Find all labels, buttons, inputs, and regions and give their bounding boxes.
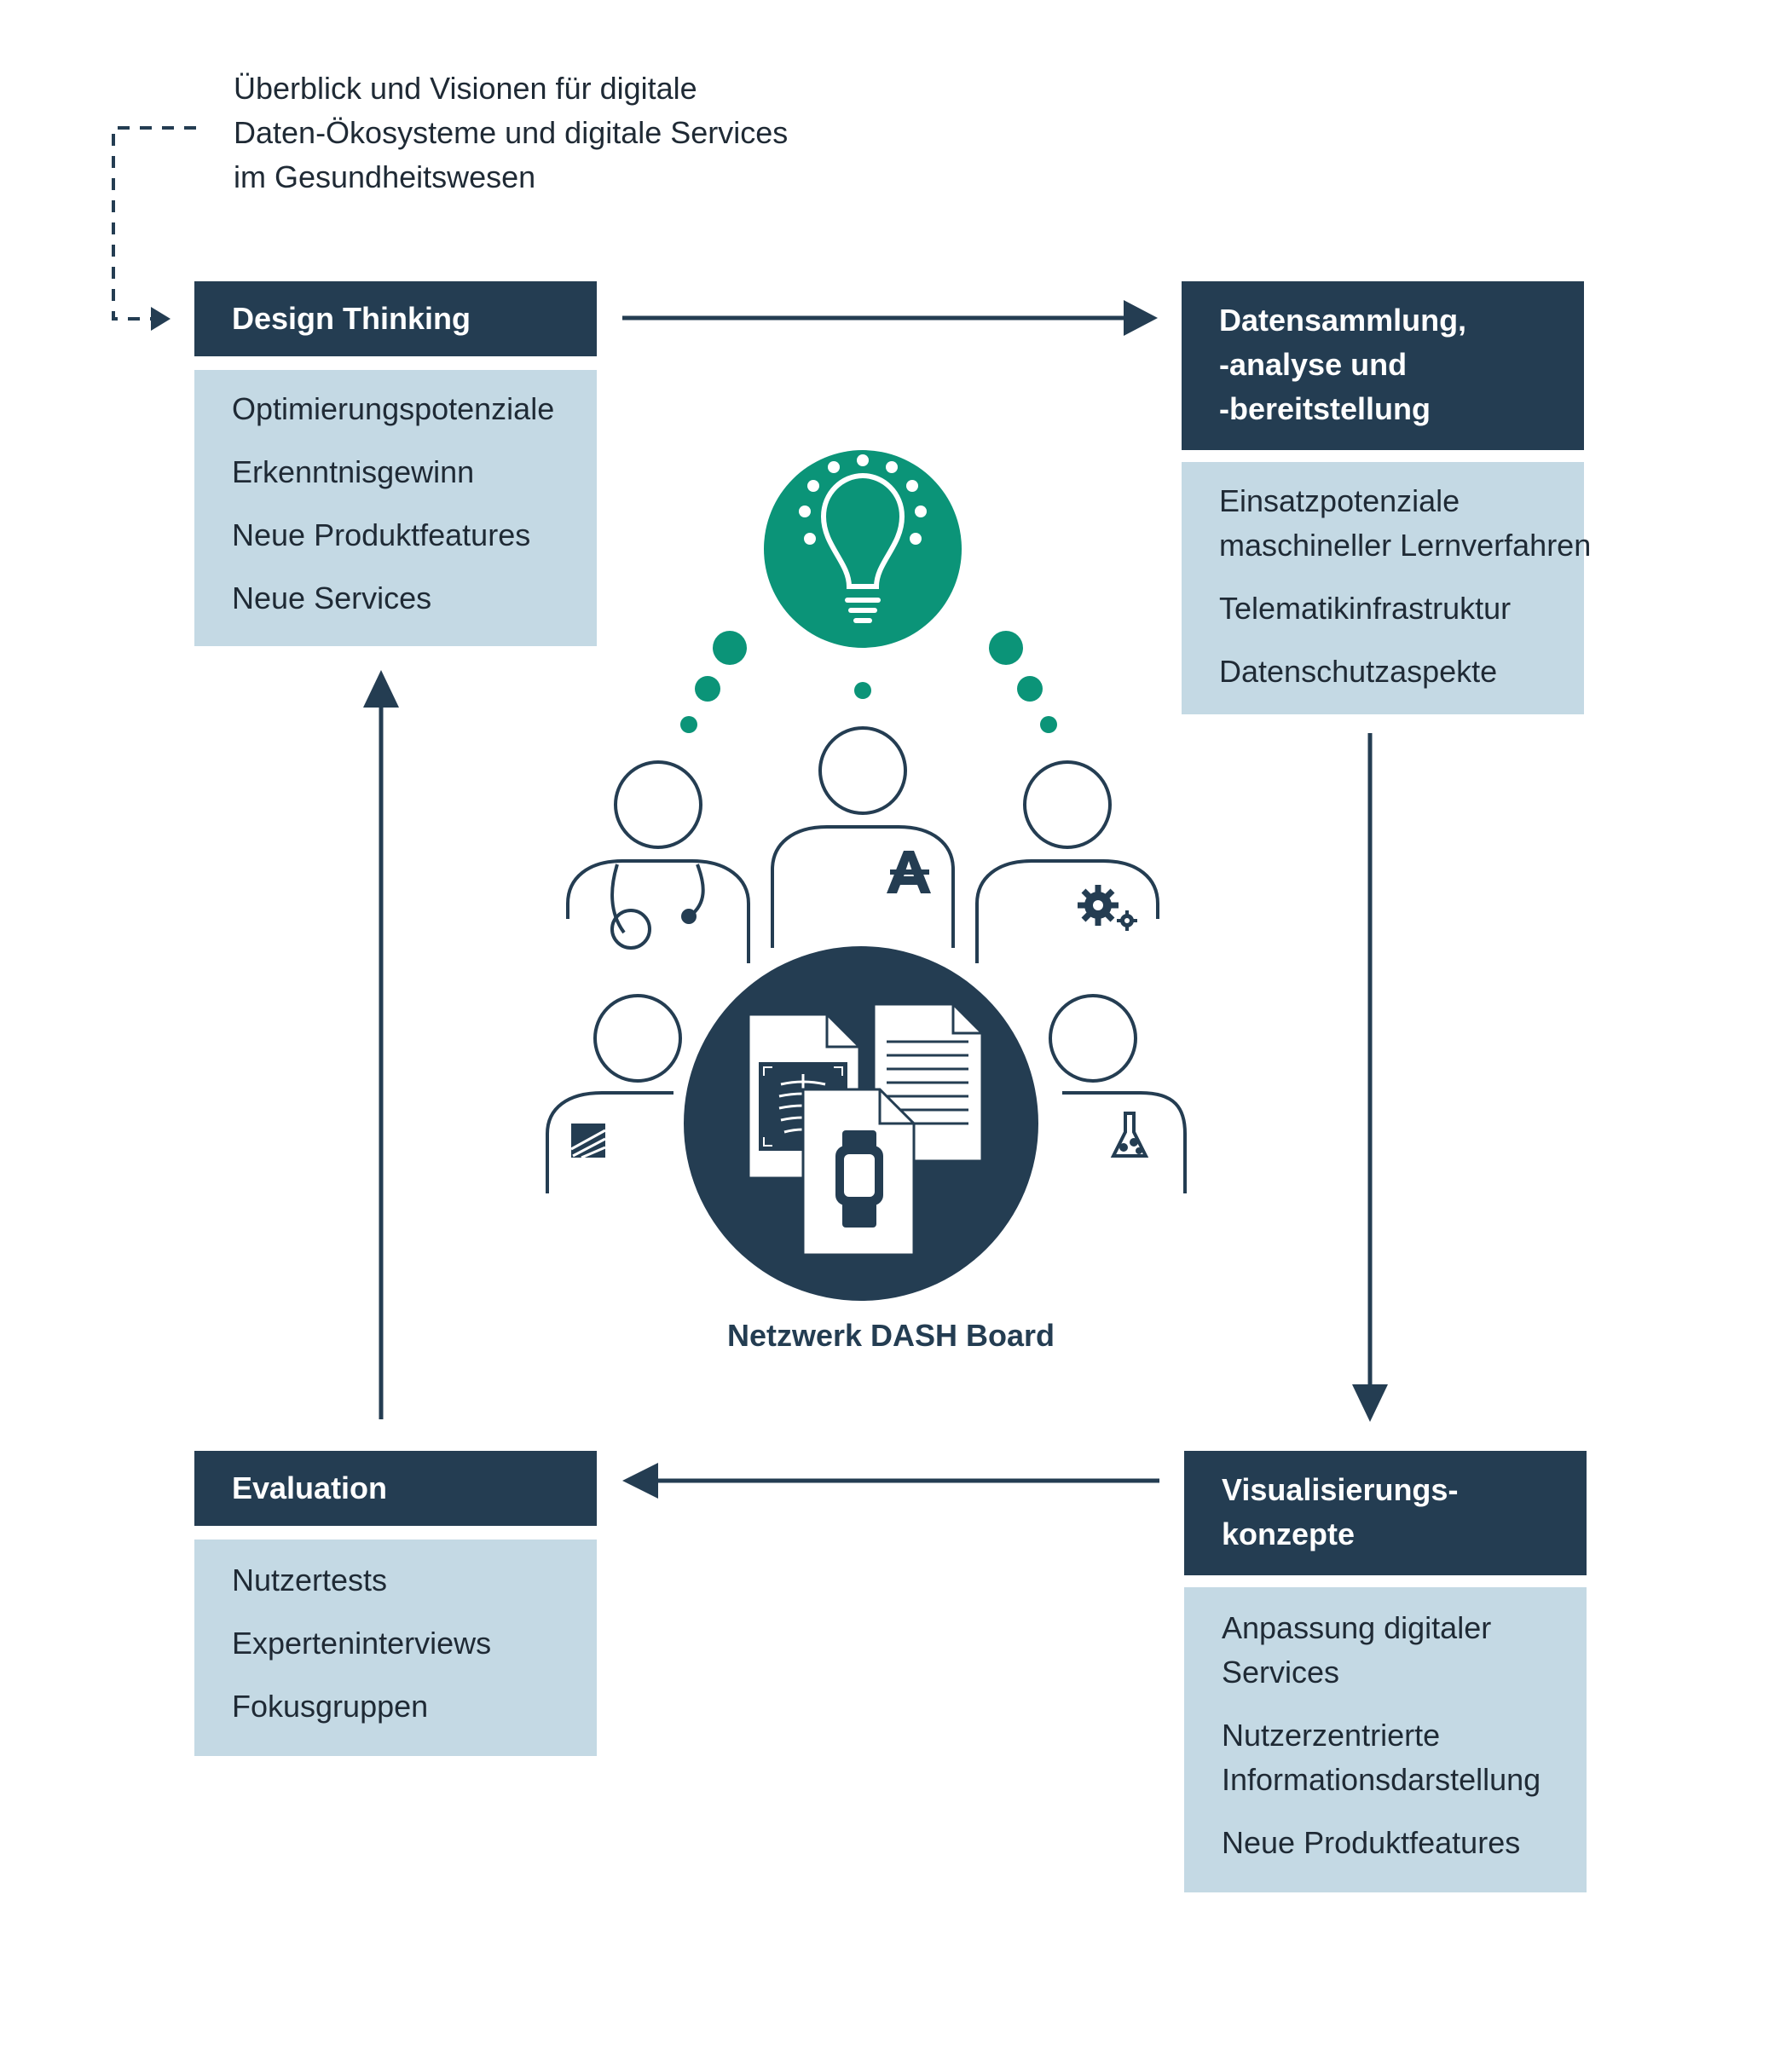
evaluation-body: Nutzertests Experteninterviews Fokusgrup…	[194, 1540, 597, 1756]
box-title: -bereitstellung	[1219, 391, 1431, 426]
dashboard-label: Netzwerk DASH Board	[726, 1318, 1055, 1353]
intro-line: im Gesundheitswesen	[234, 159, 536, 194]
daten-header: Datensammlung, -analyse und -bereitstell…	[1182, 281, 1584, 450]
smartwatch-document-icon	[801, 1088, 916, 1256]
intro-line: Daten-Ökosysteme und digitale Services	[234, 115, 789, 150]
item-text: Telematikinfrastruktur	[1219, 591, 1512, 626]
item-text: Erkenntnisgewinn	[232, 454, 475, 489]
list-item: Neue Services	[232, 576, 559, 621]
item-text: Nutzerzentrierte	[1222, 1718, 1441, 1753]
gear-icon	[1078, 885, 1137, 931]
lightbulb-icon	[764, 450, 962, 648]
item-text: Fokusgruppen	[232, 1689, 429, 1724]
list-item: Optimierungspotenziale	[232, 387, 559, 431]
arrowhead-down	[1352, 1384, 1388, 1422]
dashed-connector	[112, 126, 196, 321]
daten-body: Einsatzpotenziale maschineller Lernverfa…	[1182, 462, 1592, 714]
item-text: Experteninterviews	[232, 1626, 492, 1661]
lab-person-icon	[1049, 994, 1187, 1193]
list-item: Telematikinfrastruktur	[1219, 586, 1546, 631]
list-item: Erkenntnisgewinn	[232, 450, 559, 494]
list-item: Einsatzpotenziale maschineller Lernverfa…	[1219, 479, 1592, 568]
item-text: Einsatzpotenziale	[1219, 483, 1460, 518]
box-title: Design Thinking	[232, 301, 471, 336]
evaluation-header: Evaluation	[194, 1451, 597, 1526]
item-text: Neue Produktfeatures	[232, 517, 531, 552]
list-item: Nutzerzentrierte Informationsdarstellung	[1222, 1713, 1549, 1802]
box-title: Evaluation	[232, 1470, 388, 1505]
item-text: Neue Services	[232, 581, 432, 615]
box-title: Visualisierungs-	[1222, 1472, 1459, 1507]
visualisierung-header: Visualisierungs- konzepte	[1184, 1451, 1587, 1575]
item-text: Neue Produktfeatures	[1222, 1825, 1521, 1860]
arrowhead-up	[363, 670, 399, 708]
box-title: -analyse und	[1219, 347, 1408, 382]
intro-text: Überblick und Visionen für digitale Date…	[234, 66, 830, 199]
cycle-arrows	[363, 300, 1388, 1499]
list-item: Neue Produktfeatures	[232, 513, 559, 557]
list-item: Anpassung digitaler Services	[1222, 1606, 1549, 1695]
design-thinking-body: Optimierungspotenziale Erkenntnisgewinn …	[194, 370, 597, 646]
box-title: konzepte	[1222, 1516, 1356, 1551]
pharmacy-person-icon	[771, 726, 955, 948]
arrowhead-left	[622, 1463, 658, 1499]
item-text: Anpassung digitaler	[1222, 1610, 1492, 1645]
institute-person-icon	[546, 994, 682, 1193]
item-text: Informationsdarstellung	[1222, 1762, 1541, 1797]
design-thinking-header: Design Thinking	[194, 281, 597, 356]
lab-flask-icon	[1110, 1112, 1149, 1158]
dashed-connector-arrowhead	[151, 307, 171, 331]
item-text: Datenschutzaspekte	[1219, 654, 1498, 689]
intro-line: Überblick und Visionen für digitale	[234, 71, 697, 106]
list-item: Neue Produktfeatures	[1222, 1821, 1549, 1865]
item-text: Services	[1222, 1655, 1340, 1690]
arrowhead-right	[1124, 300, 1158, 336]
visualisierung-body: Anpassung digitaler Services Nutzerzentr…	[1184, 1587, 1587, 1892]
idea-dots	[680, 631, 1057, 733]
box-title: Datensammlung,	[1219, 303, 1467, 338]
item-text: Nutzertests	[232, 1563, 388, 1597]
list-item: Fokusgruppen	[232, 1684, 559, 1729]
engineer-person-icon	[975, 760, 1159, 963]
list-item: Nutzertests	[232, 1558, 559, 1603]
list-item: Datenschutzaspekte	[1219, 650, 1546, 694]
pharmacy-icon	[887, 851, 931, 893]
institute-logo-icon	[570, 1124, 606, 1159]
list-item: Experteninterviews	[232, 1621, 559, 1666]
doctor-icon	[566, 760, 750, 963]
item-text: Optimierungspotenziale	[232, 391, 555, 426]
item-text: maschineller Lernverfahren	[1219, 528, 1592, 563]
